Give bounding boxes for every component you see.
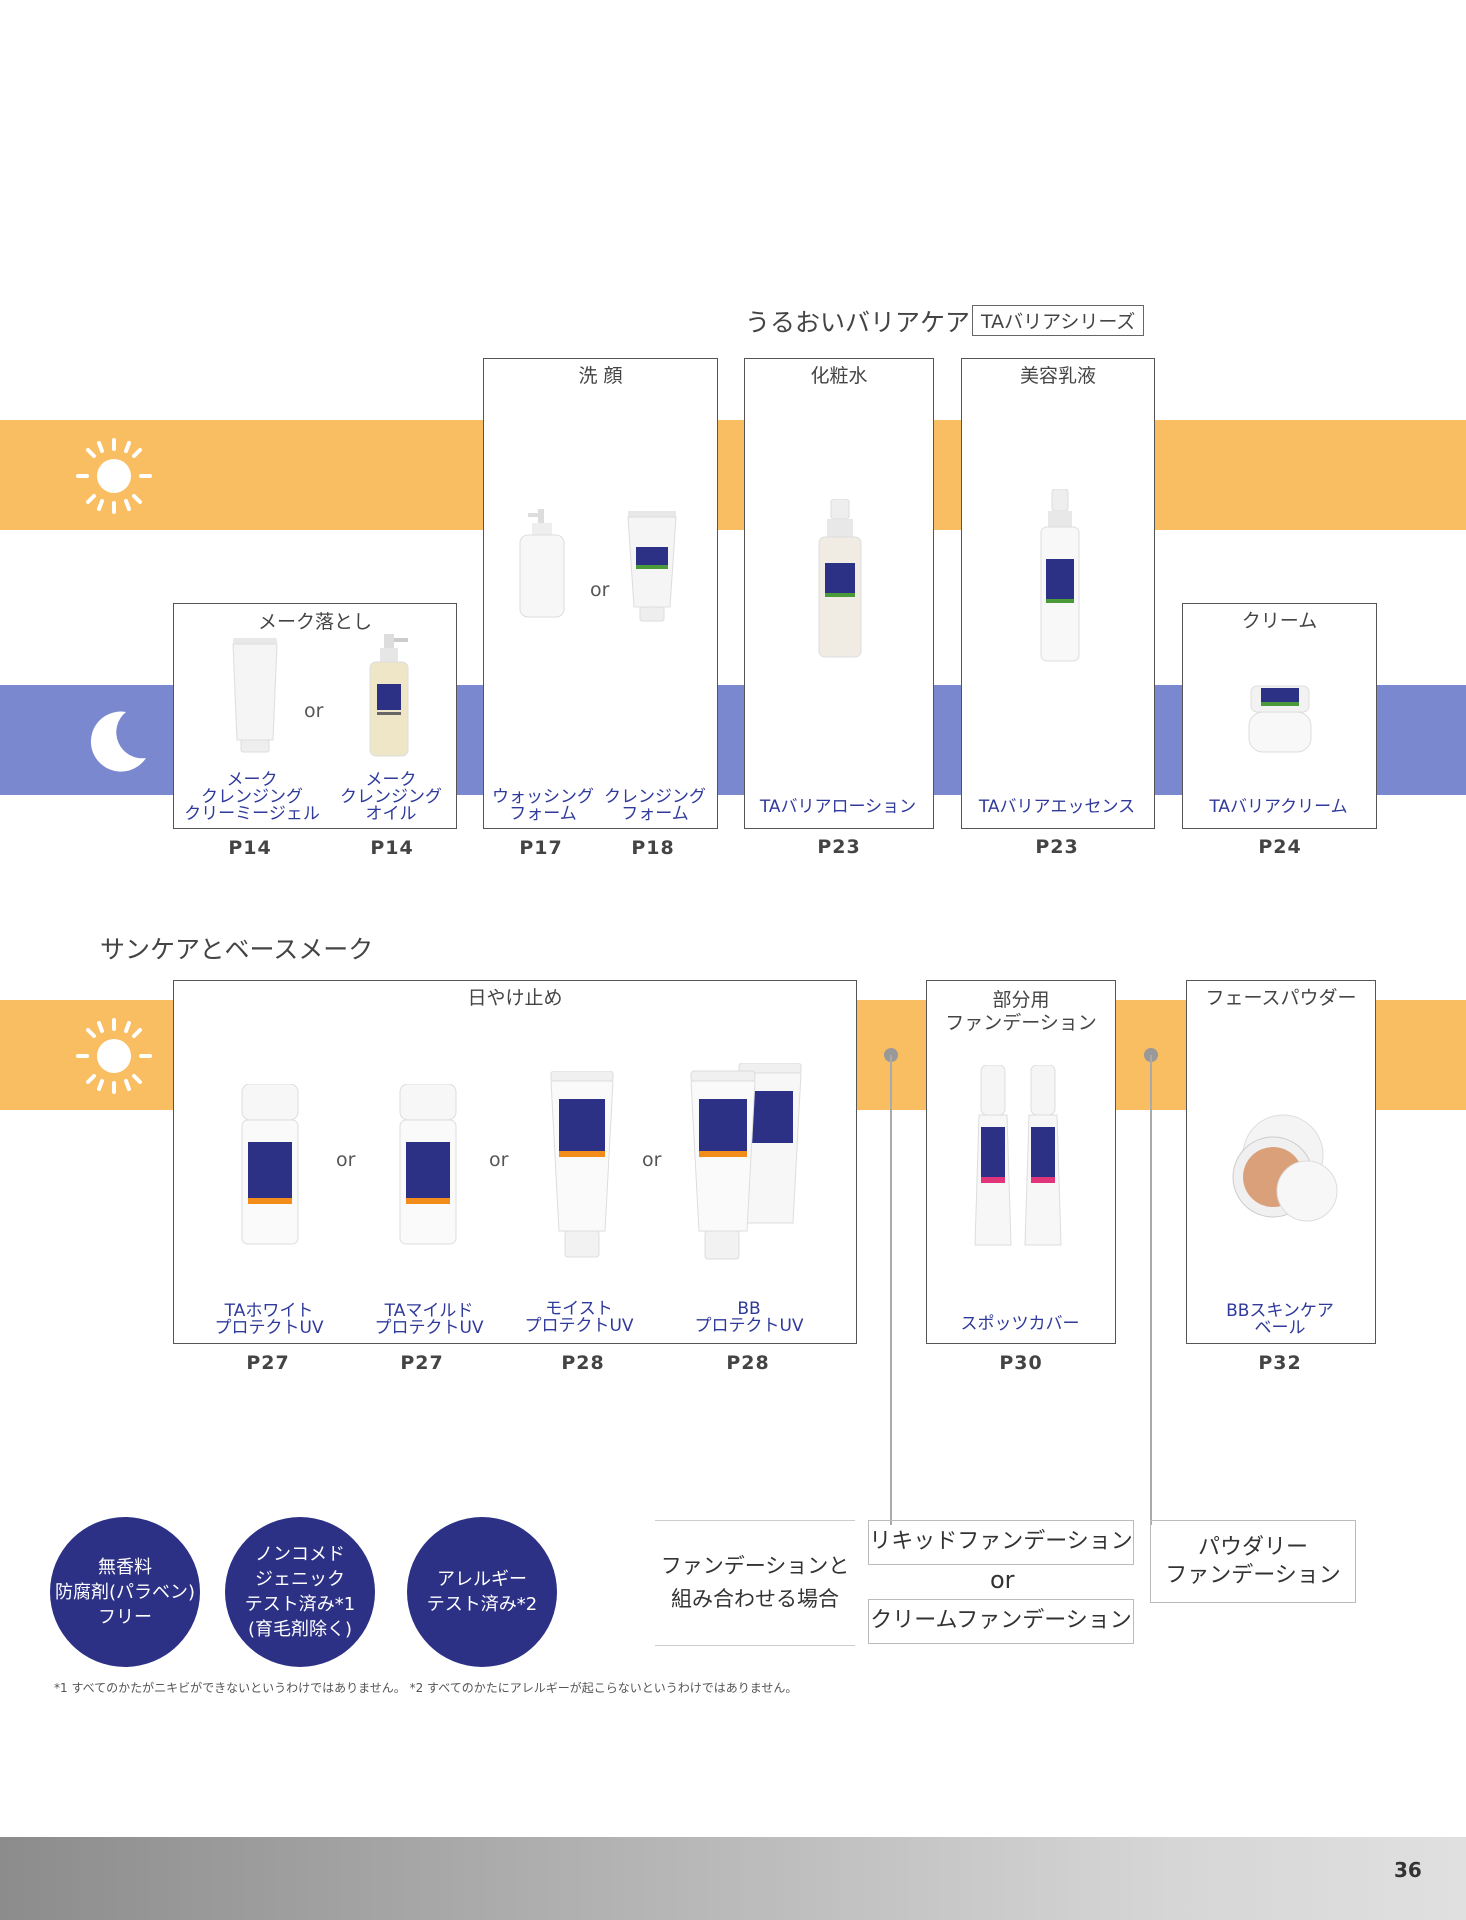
cream-foundation-label: クリームファンデーション xyxy=(870,1608,1132,1633)
or-label: or xyxy=(336,1149,356,1171)
page-ref: P28 xyxy=(561,1352,605,1374)
footnote: *1 すべてのかたがニキビができないというわけではありません。 *2 すべてのか… xyxy=(54,1681,798,1695)
page-ref: P24 xyxy=(1258,836,1302,858)
product-name-ta-mild-uv: TAマイルド プロテクトUV xyxy=(374,1301,484,1338)
page-ref: P23 xyxy=(817,836,861,858)
sunscreen-box: 日やけ止め or or or TAホワイト プロテクトUV TAマイルド プロテ… xyxy=(173,980,857,1344)
powdery-foundation-box: パウダリー ファンデーション xyxy=(1150,1520,1356,1603)
badge-fragrance-free: 無香料 防腐剤(パラベン) フリー xyxy=(50,1517,200,1667)
product-name-washing-foam: ウォッシング フォーム xyxy=(492,787,594,824)
emulsion-box: 美容乳液 TAバリアエッセンス xyxy=(961,358,1155,829)
badge-line: テスト済み*2 xyxy=(426,1594,538,1615)
badge-line: ノンコメド xyxy=(255,1544,345,1565)
badge-noncomedogenic: ノンコメド ジェニック テスト済み*1 (育毛剤除く) xyxy=(225,1517,375,1667)
product-name-spots-cover: スポッツカバー xyxy=(960,1314,1080,1334)
section1-heading: うるおいバリアケア xyxy=(745,308,971,337)
day-band xyxy=(0,420,1466,530)
cleansing-foam-tube-image xyxy=(627,511,677,622)
or-label: or xyxy=(642,1149,662,1171)
or-label: or xyxy=(304,700,324,722)
lotion-box: 化粧水 TAバリアローション xyxy=(744,358,934,829)
category-cream: クリーム xyxy=(1241,610,1318,632)
category-face-wash: 洗 顔 xyxy=(578,365,623,387)
bb-skincare-veil-compact-image xyxy=(1232,1114,1338,1222)
page-ref: P23 xyxy=(1035,836,1079,858)
moist-protect-uv-image xyxy=(550,1071,614,1258)
category-sunscreen: 日やけ止め xyxy=(467,987,563,1009)
liquid-foundation-box: リキッドファンデーション xyxy=(868,1520,1134,1565)
badge-line: 無香料 xyxy=(98,1556,152,1578)
foundation-combo-label: ファンデーションと 組み合わせる場合 xyxy=(655,1520,855,1646)
page-ref: P14 xyxy=(370,837,414,859)
connector-line xyxy=(1150,1055,1152,1525)
section2-heading: サンケアとベースメーク xyxy=(100,935,374,964)
page-number: 36 xyxy=(1394,1858,1422,1882)
page-ref: P27 xyxy=(246,1352,290,1374)
sun-icon xyxy=(76,1018,152,1094)
partial-foundation-box: 部分用 ファンデーション スポッツカバー xyxy=(926,980,1116,1344)
badge-line: アレルギー xyxy=(437,1569,527,1590)
or-label: or xyxy=(489,1149,509,1171)
ta-mild-protect-uv-image xyxy=(399,1084,457,1245)
series-tag: TAバリアシリーズ xyxy=(972,305,1145,336)
connector-line xyxy=(890,1055,892,1525)
powdery-foundation-label: パウダリー ファンデーション xyxy=(1165,1534,1341,1588)
foundation-combo-text: ファンデーションと 組み合わせる場合 xyxy=(660,1554,850,1611)
category-make-remover: メーク落とし xyxy=(257,611,372,633)
page-ref: P30 xyxy=(999,1352,1043,1374)
badge-line: ジェニック xyxy=(255,1569,345,1590)
moon-icon xyxy=(90,711,146,772)
badge-line: (育毛剤除く) xyxy=(247,1619,353,1640)
badge-line: 防腐剤(パラベン) xyxy=(54,1581,196,1603)
category-lotion: 化粧水 xyxy=(810,365,868,387)
foundation-or-label: or xyxy=(990,1566,1015,1594)
face-wash-box: 洗 顔 or ウォッシング フォーム クレンジング フォーム xyxy=(483,358,718,829)
product-name-cleansing-foam: クレンジング フォーム xyxy=(604,787,706,824)
page-ref: P28 xyxy=(726,1352,770,1374)
product-name-bb-skincare-veil: BBスキンケア ベール xyxy=(1226,1301,1334,1338)
liquid-foundation-label: リキッドファンデーション xyxy=(869,1529,1133,1554)
make-remover-box: メーク落とし or メーク クレンジング クリーミージェル メーク クレンジング… xyxy=(173,603,457,829)
product-name-bb-uv: BB プロテクトUV xyxy=(694,1299,804,1336)
sun-icon xyxy=(76,438,152,514)
ta-white-protect-uv-image xyxy=(241,1084,299,1245)
barrier-cream-jar-image xyxy=(1248,685,1312,753)
cream-foundation-box: クリームファンデーション xyxy=(868,1599,1134,1644)
washing-foam-pump-image xyxy=(519,509,565,618)
product-name-barrier-lotion: TAバリアローション xyxy=(759,797,917,817)
category-face-powder: フェースパウダー xyxy=(1205,987,1357,1009)
page-ref: P32 xyxy=(1258,1352,1302,1374)
barrier-essence-bottle-image xyxy=(1040,489,1080,662)
badge-line: テスト済み*1 xyxy=(244,1594,356,1615)
product-name-barrier-essence: TAバリアエッセンス xyxy=(978,797,1136,817)
product-name-cleansing-oil: メーク クレンジング オイル xyxy=(340,770,442,824)
barrier-lotion-bottle-image xyxy=(818,499,862,658)
product-name-cleansing-gel: メーク クレンジング クリーミージェル xyxy=(184,770,320,824)
page-ref: P27 xyxy=(400,1352,444,1374)
bb-protect-uv-image xyxy=(690,1063,802,1260)
face-powder-box: フェースパウダー BBスキンケア ベール xyxy=(1186,980,1376,1344)
cleansing-oil-bottle-image xyxy=(369,634,409,757)
spots-cover-image xyxy=(974,1065,1062,1246)
footer-bar xyxy=(0,1837,1466,1920)
page-ref: P17 xyxy=(519,837,563,859)
page-ref: P14 xyxy=(228,837,272,859)
category-emulsion: 美容乳液 xyxy=(1019,365,1096,387)
cream-box: クリーム TAバリアクリーム xyxy=(1182,603,1377,829)
product-name-moist-uv: モイスト プロテクトUV xyxy=(524,1299,634,1336)
badge-line: フリー xyxy=(98,1606,152,1628)
badge-allergy-tested: アレルギー テスト済み*2 xyxy=(407,1517,557,1667)
category-partial-foundation: 部分用 ファンデーション xyxy=(945,989,1097,1034)
product-name-barrier-cream: TAバリアクリーム xyxy=(1209,797,1348,817)
product-name-ta-white-uv: TAホワイト プロテクトUV xyxy=(214,1301,324,1338)
page-ref: P18 xyxy=(631,837,675,859)
cleansing-gel-tube-image xyxy=(232,638,278,753)
or-label: or xyxy=(590,579,610,601)
